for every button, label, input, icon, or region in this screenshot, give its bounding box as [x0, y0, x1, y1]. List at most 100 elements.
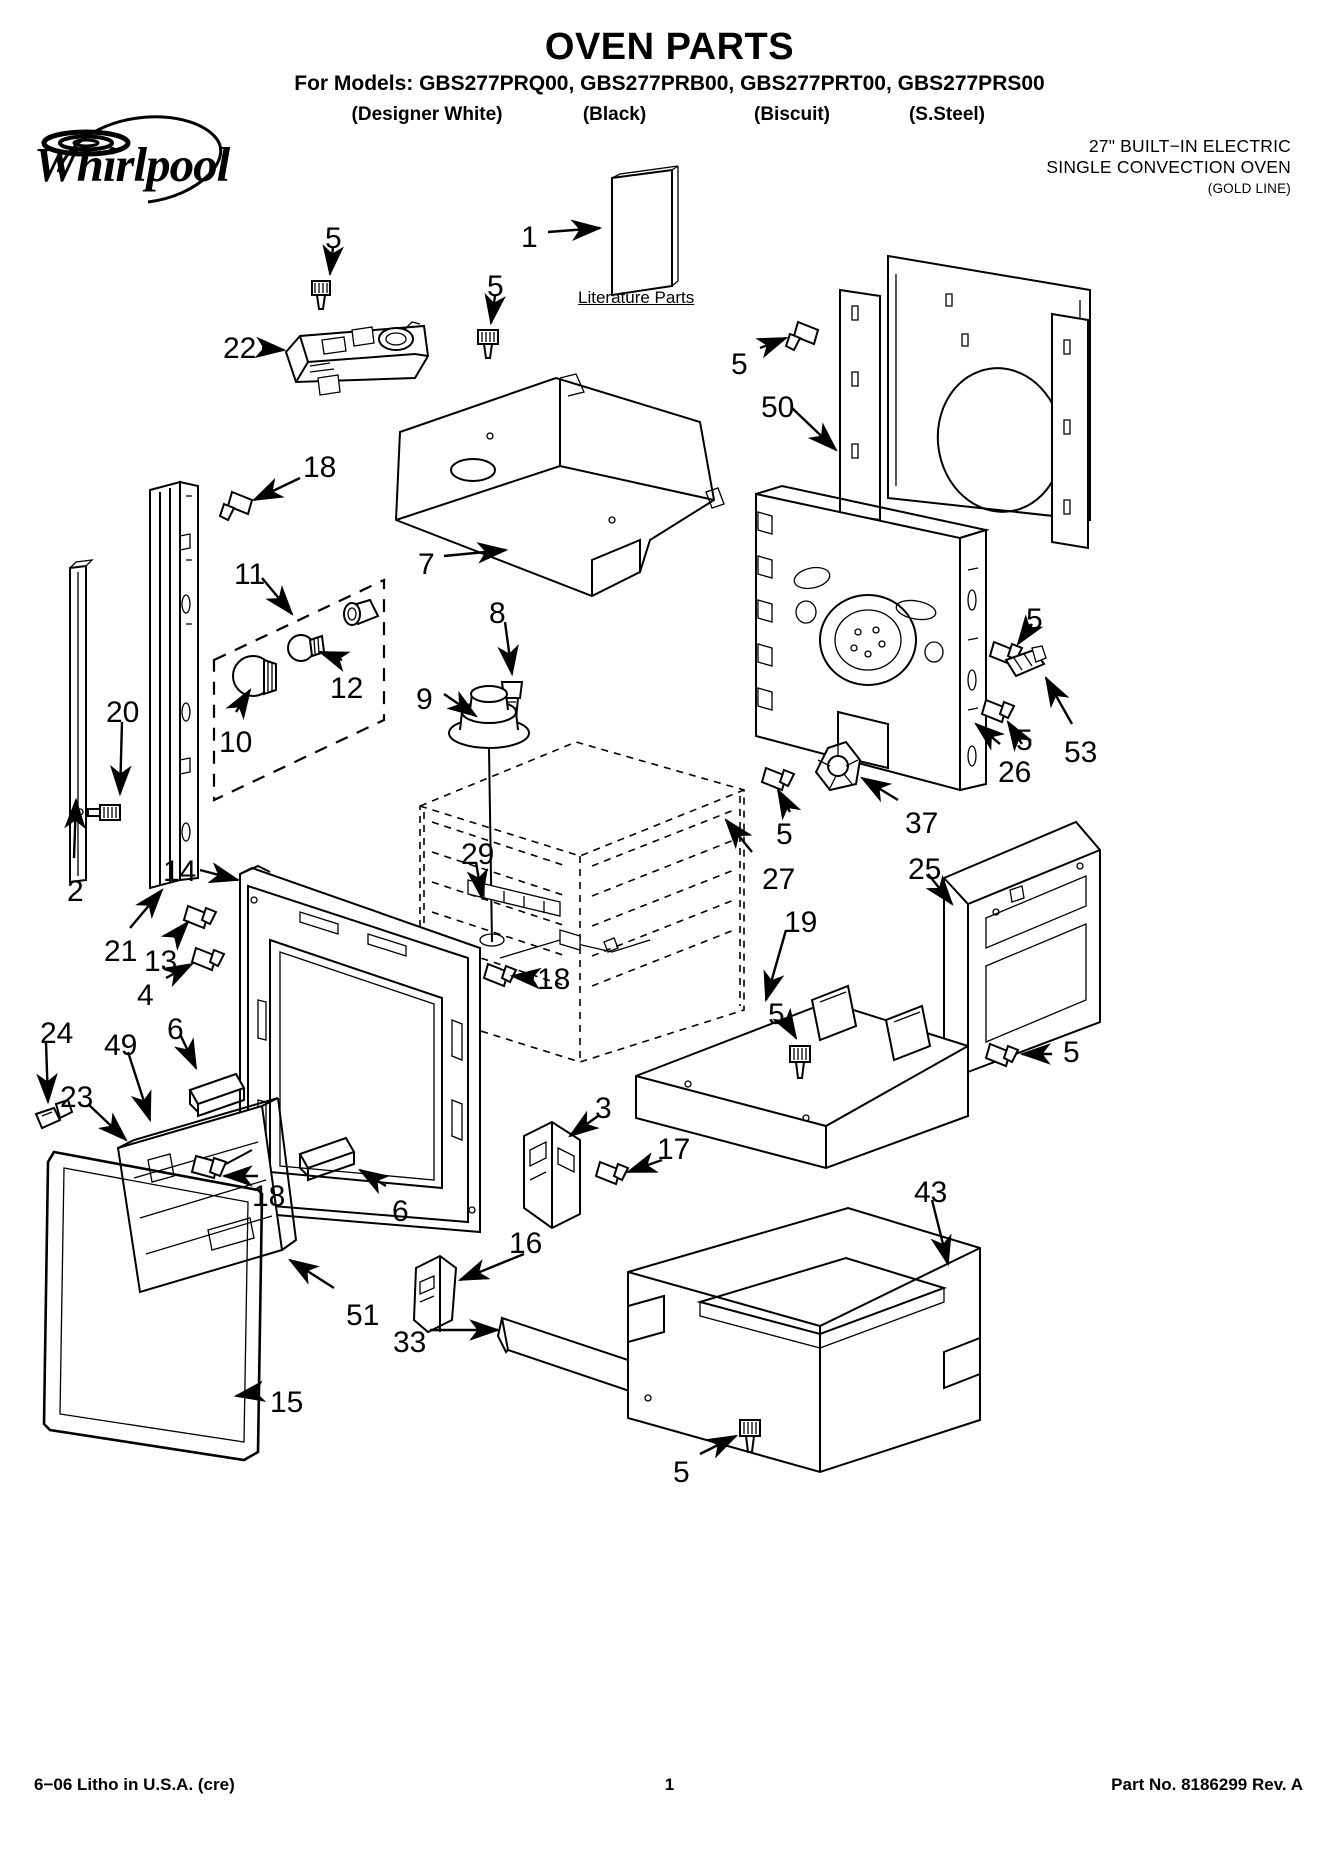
description-sub: (GOLD LINE): [1207, 181, 1291, 196]
leader-11: [261, 577, 294, 616]
part-11-lamp-socket: [343, 598, 380, 626]
leader-27: [724, 818, 753, 853]
part-5-screw-e: [980, 698, 1016, 724]
callout-5b: 5: [487, 270, 504, 303]
part-14-front-frame: [239, 864, 481, 1234]
callout-23: 23: [60, 1081, 94, 1114]
leader-29: [466, 861, 488, 901]
model-list: For Models: GBS277PRQ00, GBS277PRB00, GB…: [294, 72, 1045, 95]
leader-5a: [322, 244, 344, 277]
color-options-row: (Designer White)(Black)(Biscuit)(S.Steel…: [0, 104, 1339, 126]
footer-part-no: Part No. 8186299 Rev. A: [1111, 1775, 1303, 1794]
leader-49: [126, 1051, 152, 1123]
footer-litho: 6−06 Litho in U.S.A. (cre): [34, 1775, 235, 1794]
leader-5e: [1006, 719, 1033, 753]
description-line-1: 27" BUILT−IN ELECTRIC: [1088, 136, 1291, 156]
leader-17: [625, 1152, 663, 1174]
callout-49: 49: [104, 1029, 138, 1062]
leader-6a: [173, 1033, 198, 1071]
leader-5d: [1016, 614, 1044, 646]
leader-25: [925, 873, 954, 906]
part-18-screw-a: [218, 490, 254, 522]
leader-5c: [755, 336, 789, 359]
part-12-lamp-bulb: [287, 634, 326, 662]
part-5-screw-f: [760, 766, 796, 792]
part-5-screw-b: [477, 329, 499, 359]
callout-9: 9: [416, 683, 433, 716]
leader-13: [160, 920, 190, 951]
part-11-dashed-group: [212, 578, 386, 802]
leader-24: [36, 1041, 58, 1105]
part-20-screw: [87, 804, 121, 821]
part-5-screw-i: [739, 1419, 761, 1453]
callout-25: 25: [908, 853, 942, 886]
part-3-bracket: [523, 1120, 581, 1230]
part-15-door-gasket: [42, 1150, 264, 1462]
leader-51: [287, 1258, 335, 1290]
leader-10: [225, 687, 252, 721]
part-22-assembly: [284, 321, 430, 396]
part-37-fan-blade: [814, 740, 862, 792]
leader-43: [930, 1199, 952, 1267]
callout-6a: 6: [167, 1013, 184, 1046]
leader-3: [568, 1110, 600, 1138]
callout-53: 53: [1064, 736, 1098, 769]
part-25-side-panel-right: [943, 820, 1101, 1074]
leader-50: [791, 407, 838, 452]
part-2-rail: [69, 559, 94, 884]
callout-37: 37: [905, 807, 939, 840]
description-line-2: SINGLE CONVECTION OVEN: [1046, 157, 1291, 177]
color-option-biscuit: (Biscuit): [754, 104, 830, 125]
leader-37: [859, 776, 899, 803]
callout-5a: 5: [325, 222, 342, 255]
leader-5g: [771, 1007, 798, 1041]
leader-14: [199, 862, 241, 884]
callout-8: 8: [489, 597, 506, 630]
part-53-terminal-block: [1004, 645, 1047, 678]
part-18-screw-c: [190, 1149, 253, 1180]
callout-5g: 5: [768, 998, 785, 1031]
part-4-screw: [190, 946, 226, 972]
callout-5c: 5: [731, 348, 748, 381]
part-18-screw-b: [482, 962, 518, 988]
leader-5f: [776, 787, 802, 821]
callout-17: 17: [657, 1133, 691, 1166]
callout-18a: 18: [303, 451, 337, 484]
callout-15: 15: [270, 1386, 304, 1419]
callout-5h: 5: [1063, 1036, 1080, 1069]
leader-12: [317, 650, 351, 672]
callout-24: 24: [40, 1017, 74, 1050]
callout-19: 19: [784, 906, 818, 939]
leader-2: [64, 797, 86, 859]
page-footer: 6−06 Litho in U.S.A. (cre) 1 Part No. 81…: [0, 1775, 1339, 1797]
leader-15: [233, 1380, 267, 1402]
product-description: 27" BUILT−IN ELECTRIC SINGLE CONVECTION …: [1046, 136, 1291, 199]
part-5-screw-a: [311, 280, 331, 310]
part-6-spacer-b: [298, 1136, 356, 1182]
color-option-ssteel: (S.Steel): [908, 104, 986, 125]
callout-5d: 5: [1026, 603, 1043, 636]
part-16-bracket: [412, 1254, 458, 1334]
leader-21: [129, 888, 164, 929]
callout-33: 33: [393, 1326, 427, 1359]
leader-4: [161, 962, 195, 988]
leader-7: [443, 542, 509, 564]
leader-20: [110, 721, 132, 797]
leader-6b: [357, 1168, 391, 1195]
callout-6b: 6: [392, 1195, 409, 1228]
callout-5i: 5: [673, 1456, 690, 1489]
callout-50: 50: [761, 391, 795, 424]
leader-8: [497, 621, 519, 677]
callout-22: 22: [223, 332, 257, 365]
callout-20: 20: [106, 696, 140, 729]
callout-26: 26: [998, 756, 1032, 789]
part-5-screw-h: [984, 1042, 1020, 1068]
leader-23: [87, 1103, 128, 1142]
callout-29: 29: [461, 838, 495, 871]
whirlpool-swirl-icon: [41, 115, 223, 204]
section-label-literature-parts: Literature Parts: [578, 288, 695, 307]
part-9-blower-motor: [448, 685, 530, 947]
callout-14: 14: [163, 855, 197, 888]
callout-3: 3: [595, 1092, 612, 1125]
